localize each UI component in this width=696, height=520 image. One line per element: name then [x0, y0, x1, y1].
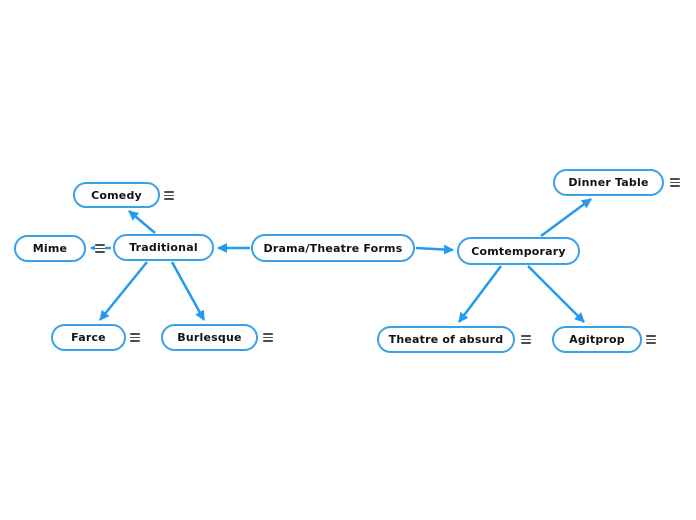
topic-dinner-table[interactable]: Dinner Table [553, 169, 664, 196]
topic-farce[interactable]: Farce [51, 324, 126, 351]
topic-menu-icon-mime[interactable] [95, 243, 105, 254]
topic-label-mime: Mime [32, 242, 68, 255]
topic-label-comtemporary: Comtemporary [471, 244, 566, 258]
connector-comtemporary-to-theatre-of-absurd [458, 265, 502, 323]
topic-label-agitprop: Agitprop [569, 333, 625, 346]
topic-label-comedy: Comedy [91, 188, 142, 202]
connector-comtemporary-to-agitprop [527, 265, 585, 323]
topic-label-theatre-of-absurd: Theatre of absurd [388, 333, 504, 346]
topic-menu-icon-farce[interactable] [130, 332, 140, 343]
topic-menu-icon-theatre-of-absurd[interactable] [521, 334, 531, 345]
connector-traditional-to-farce [99, 261, 148, 321]
topic-menu-icon-agitprop[interactable] [646, 334, 656, 345]
topic-label-traditional: Traditional [129, 241, 198, 254]
topic-burlesque[interactable]: Burlesque [161, 324, 258, 351]
topic-mime[interactable]: Mime [14, 235, 86, 262]
connector-comtemporary-to-dinner-table [540, 197, 592, 238]
topic-label-burlesque: Burlesque [177, 331, 242, 344]
connector-drama-to-comtemporary [415, 244, 454, 255]
topic-menu-icon-comedy[interactable] [164, 190, 174, 201]
topic-comtemporary[interactable]: Comtemporary [457, 237, 580, 265]
connector-traditional-to-burlesque [170, 261, 206, 321]
topic-menu-icon-burlesque[interactable] [263, 332, 273, 343]
topic-drama[interactable]: Drama/Theatre Forms [251, 234, 415, 262]
topic-menu-icon-dinner-table[interactable] [670, 177, 680, 188]
connector-traditional-to-comedy [128, 210, 156, 234]
topic-comedy[interactable]: Comedy [73, 182, 160, 208]
topic-label-farce: Farce [71, 331, 106, 344]
topic-label-drama: Drama/Theatre Forms [263, 241, 403, 255]
topic-theatre-of-absurd[interactable]: Theatre of absurd [377, 326, 515, 353]
topic-label-dinner-table: Dinner Table [568, 176, 649, 189]
topic-agitprop[interactable]: Agitprop [552, 326, 642, 353]
topic-traditional[interactable]: Traditional [113, 234, 214, 261]
